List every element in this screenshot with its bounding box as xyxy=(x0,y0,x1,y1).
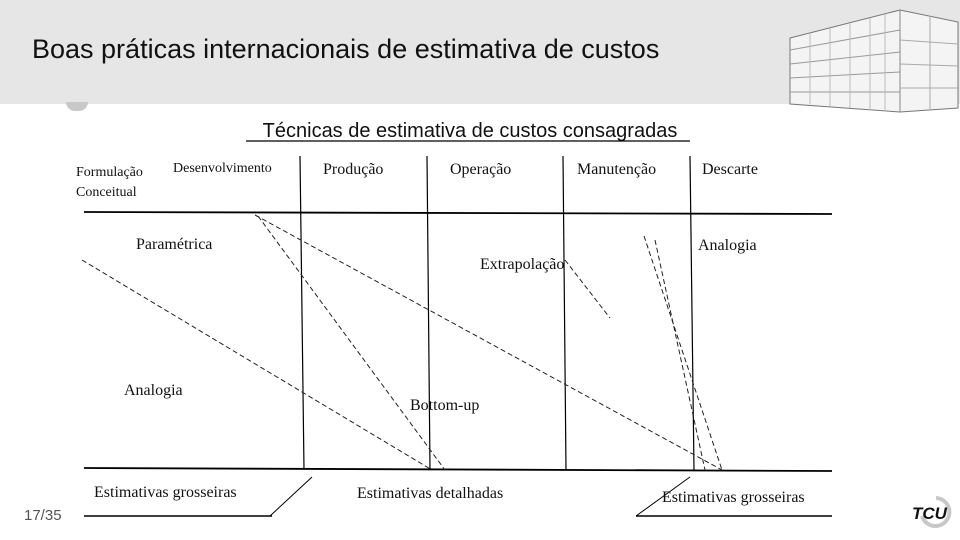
technique-bottom-up: Bottom-up xyxy=(410,397,480,414)
tcu-logo-icon xyxy=(920,496,952,528)
estimate-tick-right xyxy=(635,476,691,517)
dashed-line-1 xyxy=(254,214,723,471)
phase-divider-4 xyxy=(689,155,695,471)
technique-analogia-right: Analogia xyxy=(698,237,757,254)
diagram-subtitle: Técnicas de estimativa de custos consagr… xyxy=(262,120,678,142)
tcu-logo-text: TCU xyxy=(912,504,947,523)
page-number: 17/35 xyxy=(24,507,62,524)
technique-extrapolacao: Extrapolação xyxy=(480,256,565,273)
estimate-left: Estimativas grosseiras xyxy=(94,484,237,501)
dashed-line-2 xyxy=(257,215,446,471)
bottom-horizontal-line xyxy=(83,467,833,472)
phase-formulacao: Formulação Conceitual xyxy=(76,165,143,200)
technique-analogia-left: Analogia xyxy=(124,382,183,399)
dashed-line-5 xyxy=(564,259,611,319)
phase-divider-3 xyxy=(562,155,567,471)
dashed-line-3 xyxy=(81,259,433,471)
phase-producao: Produção xyxy=(323,161,384,178)
phase-desenvolvimento: Desenvolvimento xyxy=(173,161,272,176)
phase-divider-1 xyxy=(299,155,305,471)
phase-operacao: Operação xyxy=(450,161,512,178)
estimate-center: Estimativas detalhadas xyxy=(357,485,504,502)
dashed-line-6 xyxy=(654,239,706,471)
phase-divider-2 xyxy=(426,155,431,471)
header-notch xyxy=(66,102,88,111)
dashed-line-4 xyxy=(643,235,723,471)
phase-manutencao: Manutenção xyxy=(577,161,657,178)
phase-descarte: Descarte xyxy=(702,161,758,178)
top-horizontal-line xyxy=(83,211,833,215)
estimate-right: Estimativas grosseiras xyxy=(662,489,805,506)
building-image xyxy=(789,9,959,113)
slide-title: Boas práticas internacionais de estimati… xyxy=(32,34,660,64)
estimate-tick-left xyxy=(269,476,313,517)
technique-parametrica: Paramétrica xyxy=(136,236,213,253)
